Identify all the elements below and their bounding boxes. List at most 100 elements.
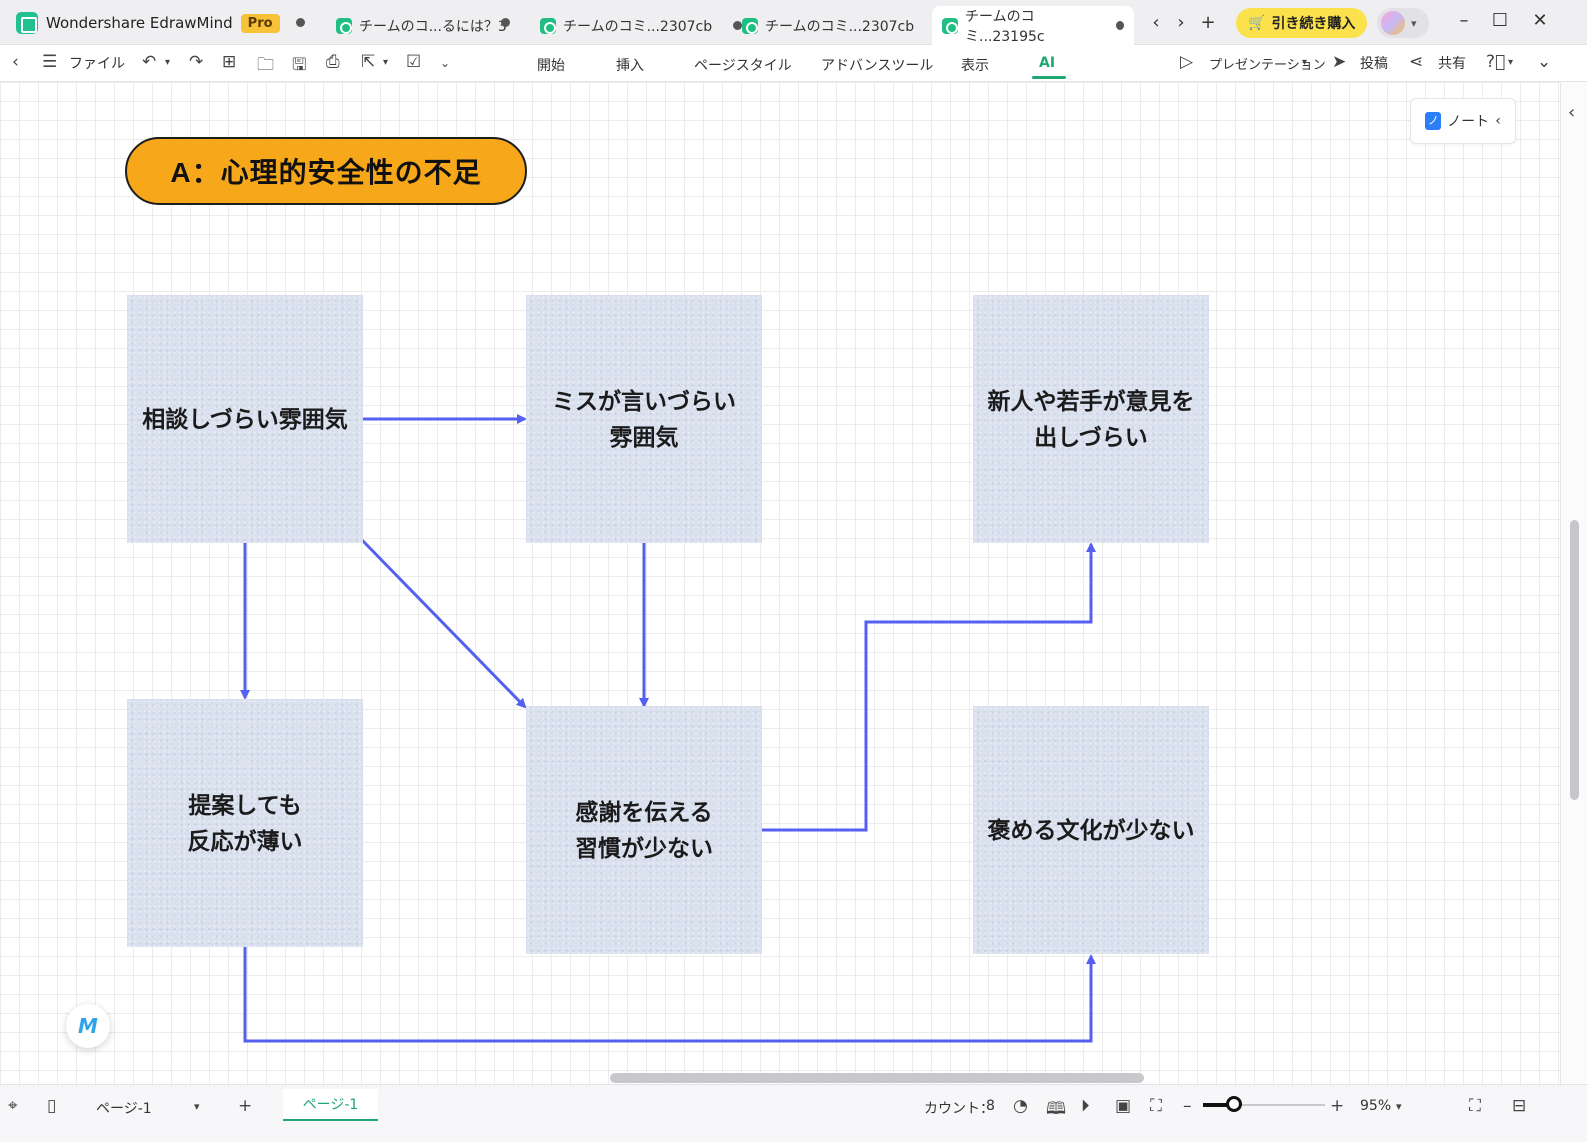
count-value: 8 bbox=[986, 1098, 995, 1114]
back-icon[interactable]: ‹ bbox=[12, 52, 19, 72]
connector-4-6 bbox=[243, 946, 1096, 1043]
zoom-slider-fill bbox=[1203, 1103, 1233, 1107]
menu-bar: ‹ ☰ ファイル ↶ ▾ ↷ ⊞ 🗀 🖫 ⎙ ⇱ ▾ ☑ ⌄ 開始 挿入 ページ… bbox=[0, 45, 1587, 82]
document-tab-active[interactable]: チームのコミ...23195c bbox=[932, 6, 1134, 45]
document-tab[interactable]: チームのコミ...2307cb bbox=[732, 6, 954, 45]
new-tab-plus-icon[interactable]: + bbox=[1200, 12, 1216, 33]
avatar-image bbox=[1381, 11, 1405, 35]
zoom-in-icon[interactable]: + bbox=[1330, 1096, 1345, 1116]
close-icon[interactable]: ✕ bbox=[1532, 10, 1548, 31]
play-icon[interactable]: ⏵ bbox=[1081, 1096, 1090, 1116]
tab-scroll-left-icon[interactable]: ‹ bbox=[1152, 12, 1160, 33]
user-avatar[interactable]: ▾ bbox=[1377, 8, 1429, 38]
export-dropdown-icon[interactable]: ▾ bbox=[383, 57, 389, 68]
edrawmind-logo-icon bbox=[16, 12, 38, 34]
tab-advanced-tools[interactable]: アドバンスツール bbox=[821, 58, 934, 74]
chevron-down-icon: ▾ bbox=[1411, 16, 1417, 30]
horizontal-scrollbar[interactable] bbox=[610, 1073, 1144, 1083]
document-icon bbox=[540, 17, 556, 34]
document-tab[interactable]: チームのコミ...2307cb bbox=[530, 6, 752, 45]
topic-card[interactable]: 褒める文化が少ない bbox=[973, 706, 1209, 954]
zoom-out-icon[interactable]: – bbox=[1183, 1096, 1192, 1116]
zoom-dropdown-icon[interactable]: ▾ bbox=[1396, 1100, 1402, 1113]
minimize-icon[interactable]: – bbox=[1459, 10, 1469, 31]
save-icon[interactable]: 🖫 bbox=[292, 55, 307, 75]
add-page-plus-icon[interactable]: + bbox=[238, 1096, 253, 1116]
expand-panel-icon[interactable]: ‹ bbox=[1568, 102, 1576, 123]
topic-title[interactable]: A：心理的安全性の不足 bbox=[125, 137, 527, 205]
tab-label: チームのコ...るには？3 bbox=[359, 18, 507, 35]
topic-card[interactable]: 相談しづらい雰囲気 bbox=[127, 295, 363, 543]
presentation-button[interactable]: プレゼンテーション bbox=[1209, 58, 1326, 73]
topic-card[interactable]: 提案しても 反応が薄い bbox=[127, 699, 363, 947]
export-icon[interactable]: ⇱ bbox=[361, 52, 376, 72]
right-side-panel: ‹ bbox=[1560, 82, 1587, 1084]
tab-close-dot[interactable] bbox=[296, 18, 305, 27]
redo-icon[interactable]: ↷ bbox=[189, 52, 204, 72]
maximize-icon[interactable]: ☐ bbox=[1491, 10, 1509, 31]
pro-badge: Pro bbox=[240, 13, 280, 33]
title-bar: Wondershare EdrawMind Pro チームのコ...るには？3 … bbox=[0, 0, 1587, 45]
collapse-ribbon-icon[interactable]: ⌄ bbox=[1537, 52, 1552, 72]
topic-card[interactable]: 新人や若手が意見を 出しづらい bbox=[973, 295, 1209, 543]
checklist-icon[interactable]: ☑ bbox=[406, 52, 422, 72]
document-icon bbox=[742, 17, 758, 34]
document-tab[interactable]: チームのコ...るには？3 bbox=[326, 6, 517, 45]
tab-scroll-right-icon[interactable]: › bbox=[1177, 12, 1185, 33]
fit-width-icon[interactable]: ⛶ bbox=[1150, 1096, 1162, 1116]
help-dropdown-icon[interactable]: ▾ bbox=[1508, 57, 1514, 68]
tab-insert[interactable]: 挿入 bbox=[616, 58, 644, 74]
chevron-left-icon: ‹ bbox=[1495, 113, 1501, 129]
status-bar: ⌖ ▯ ページ-1 ▾ + ページ-1 カウント： 8 ◔ 🕮 ⏵ ▣ ⛶ – … bbox=[0, 1084, 1587, 1142]
presentation-icon[interactable]: ▷ bbox=[1180, 52, 1194, 72]
share-icon[interactable]: ⋖ bbox=[1409, 52, 1424, 72]
zoom-level[interactable]: 95% bbox=[1360, 1098, 1392, 1114]
send-post-icon[interactable]: ➤ bbox=[1332, 52, 1347, 72]
tab-ai[interactable]: AI bbox=[1039, 55, 1056, 71]
fullscreen-icon[interactable]: ⛶ bbox=[1469, 1096, 1481, 1116]
notes-label: ノート bbox=[1447, 114, 1490, 130]
share-button[interactable]: 共有 bbox=[1438, 56, 1466, 72]
page-tab[interactable]: ページ-1 bbox=[283, 1089, 378, 1121]
zoom-slider-knob[interactable] bbox=[1226, 1096, 1242, 1112]
open-folder-icon[interactable]: 🗀 bbox=[257, 55, 274, 75]
tab-start[interactable]: 開始 bbox=[537, 58, 565, 74]
fit-page-icon[interactable]: ▣ bbox=[1115, 1096, 1132, 1116]
zoom-slider-track[interactable] bbox=[1203, 1104, 1325, 1106]
topic-card[interactable]: ミスが言いづらい 雰囲気 bbox=[526, 295, 762, 543]
tab-close-dot[interactable] bbox=[1116, 21, 1124, 30]
count-label: カウント： bbox=[924, 1101, 994, 1117]
diagram-canvas[interactable]: ノ ノート ‹ A：心理的安全性の不足 相談しづらい雰囲気 ミスが言いづらい 雰… bbox=[0, 82, 1560, 1084]
file-menu[interactable]: ファイル bbox=[69, 56, 125, 72]
theme-icon[interactable]: ◔ bbox=[1013, 1096, 1028, 1116]
tab-view[interactable]: 表示 bbox=[961, 58, 989, 74]
vertical-scrollbar[interactable] bbox=[1570, 520, 1579, 800]
new-document-icon[interactable]: ⊞ bbox=[222, 52, 237, 72]
hamburger-menu-icon[interactable]: ☰ bbox=[42, 52, 58, 72]
collapse-panel-icon[interactable]: ⊟ bbox=[1512, 1096, 1527, 1116]
tab-close-dot[interactable] bbox=[501, 18, 510, 27]
app-brand[interactable]: Wondershare EdrawMind Pro bbox=[16, 9, 280, 37]
note-icon: ノ bbox=[1425, 112, 1442, 130]
notes-button[interactable]: ノ ノート ‹ bbox=[1410, 98, 1516, 144]
more-tools-icon[interactable]: ⌄ bbox=[440, 56, 451, 70]
topic-card[interactable]: 感謝を伝える 習慣が少ない bbox=[526, 706, 762, 954]
page-layout-icon[interactable]: ▯ bbox=[47, 1096, 57, 1116]
undo-icon[interactable]: ↶ bbox=[142, 52, 157, 72]
book-view-icon[interactable]: 🕮 bbox=[1046, 1099, 1067, 1119]
page-select-dropdown-icon[interactable]: ▾ bbox=[194, 1100, 200, 1113]
ai-assistant-icon[interactable]: M bbox=[66, 1004, 110, 1048]
undo-dropdown-icon[interactable]: ▾ bbox=[165, 57, 171, 68]
help-icon[interactable]: ?⃝ bbox=[1486, 52, 1506, 72]
continue-purchase-button[interactable]: 🛒 引き続き購入 bbox=[1236, 8, 1368, 38]
presentation-dropdown-icon[interactable]: ▾ bbox=[1302, 57, 1308, 68]
map-location-icon[interactable]: ⌖ bbox=[8, 1096, 18, 1116]
buy-label: 引き続き購入 bbox=[1271, 16, 1356, 32]
tab-close-dot[interactable] bbox=[733, 21, 743, 30]
post-button[interactable]: 投稿 bbox=[1360, 56, 1388, 72]
app-name: Wondershare EdrawMind bbox=[46, 14, 233, 32]
tab-page-style[interactable]: ページスタイル bbox=[694, 58, 792, 74]
page-select[interactable]: ページ-1 bbox=[96, 1101, 152, 1117]
tab-label: チームのコミ...2307cb bbox=[563, 18, 713, 35]
print-icon[interactable]: ⎙ bbox=[326, 52, 340, 72]
